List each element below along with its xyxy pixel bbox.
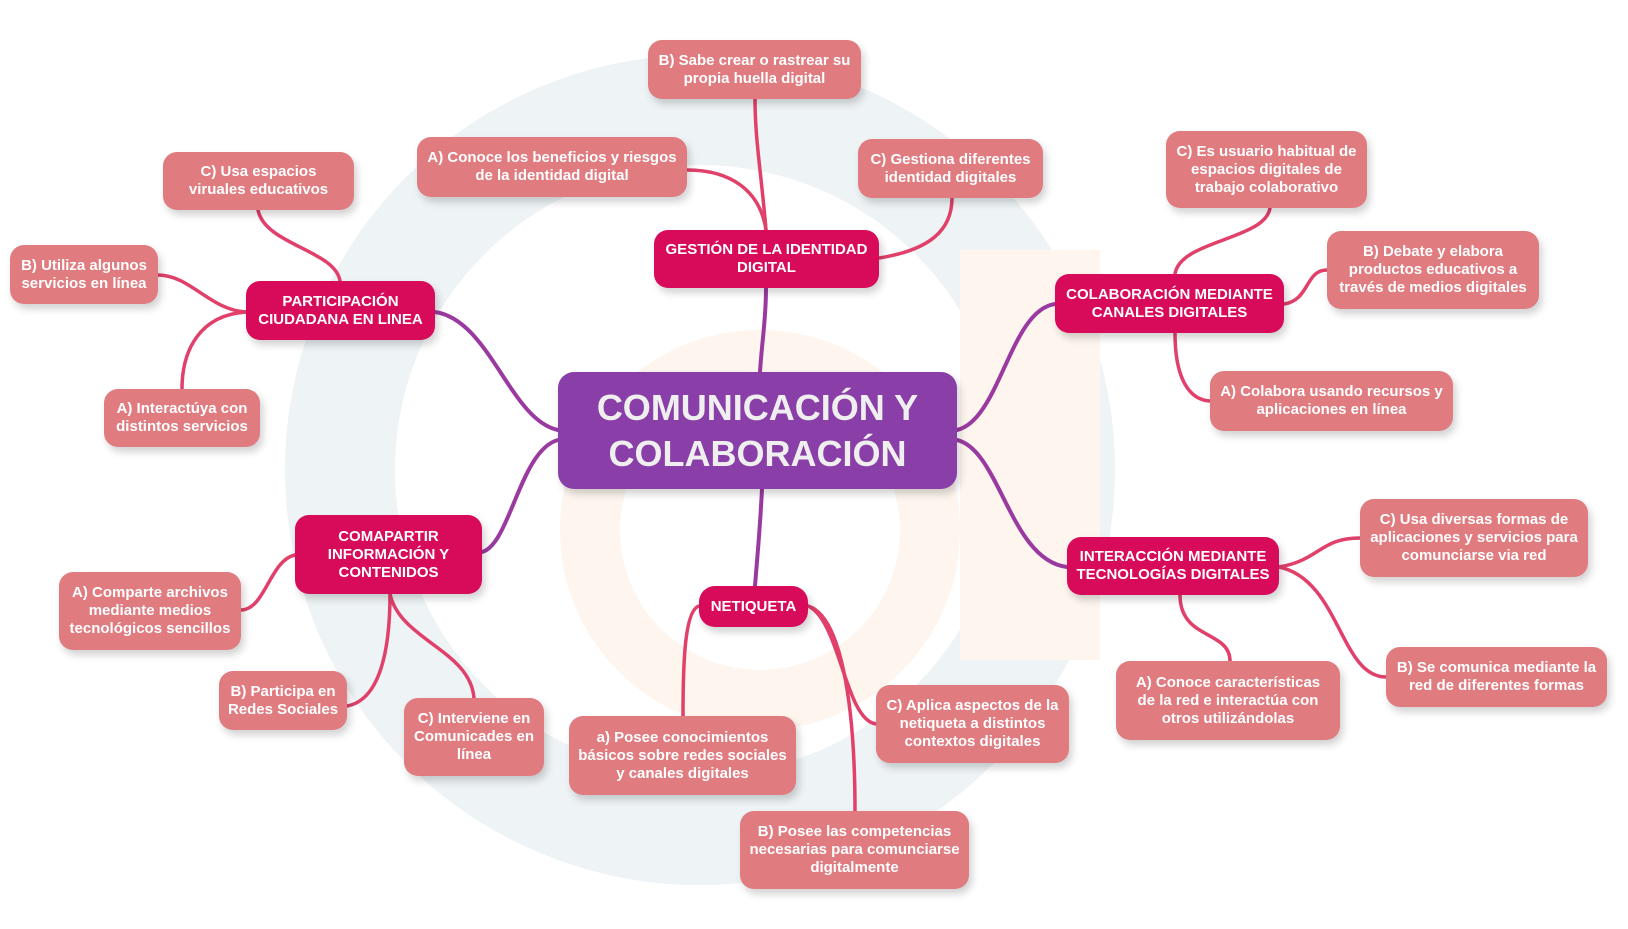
link-center-participacion: [433, 310, 560, 432]
link-interaccion-a: [1178, 593, 1232, 663]
link-gestion-c: [877, 196, 954, 260]
topic-netiqueta[interactable]: NETIQUETA: [699, 586, 808, 627]
leaf-participacion-b[interactable]: B) Utiliza algunos servicios en línea: [10, 245, 158, 304]
leaf-colaboracion-a[interactable]: A) Colabora usando recursos y aplicacion…: [1210, 371, 1453, 431]
link-interaccion-c: [1277, 536, 1362, 569]
leaf-colaboracion-b[interactable]: B) Debate y elabora productos educativos…: [1327, 231, 1539, 309]
link-participacion-c: [256, 208, 342, 283]
link-center-colaboracion: [955, 302, 1057, 432]
link-colaboracion-b: [1282, 268, 1329, 306]
leaf-compartir-a[interactable]: A) Comparte archivos mediante medios tec…: [59, 572, 241, 650]
leaf-netiqueta-b[interactable]: B) Posee las competencias necesarias par…: [740, 811, 969, 889]
link-colaboracion-c: [1173, 206, 1272, 276]
leaf-compartir-c[interactable]: C) Interviene en Comunicades en línea: [404, 698, 544, 776]
leaf-interaccion-c[interactable]: C) Usa diversas formas de aplicaciones y…: [1360, 499, 1588, 577]
link-gestion-a: [685, 168, 768, 232]
leaf-colaboracion-c[interactable]: C) Es usuario habitual de espacios digit…: [1166, 131, 1367, 208]
link-netiqueta-c: [806, 604, 878, 726]
topic-gestion-identidad[interactable]: GESTIÓN DE LA IDENTIDAD DIGITAL: [654, 230, 879, 288]
topic-compartir[interactable]: COMAPARTIR INFORMACIÓN Y CONTENIDOS: [295, 515, 482, 594]
topic-participacion[interactable]: PARTICIPACIÓN CIUDADANA EN LINEA: [246, 281, 435, 340]
link-colaboracion-a: [1173, 331, 1212, 403]
link-netiqueta-a: [681, 604, 701, 718]
link-compartir-b: [345, 592, 392, 708]
link-compartir-a: [239, 553, 297, 612]
link-center-gestion: [758, 286, 768, 374]
leaf-interaccion-b[interactable]: B) Se comunica mediante la red de difere…: [1386, 647, 1607, 707]
link-participacion-b: [156, 273, 248, 314]
leaf-netiqueta-c[interactable]: C) Aplica aspectos de la netiqueta a dis…: [876, 685, 1069, 763]
link-interaccion-b: [1277, 565, 1388, 679]
link-gestion-b: [753, 97, 768, 232]
leaf-interaccion-a[interactable]: A) Conoce características de la red e in…: [1116, 661, 1340, 740]
link-compartir-c: [388, 592, 476, 700]
central-topic[interactable]: COMUNICACIÓN Y COLABORACIÓN: [558, 372, 957, 489]
topic-interaccion[interactable]: INTERACCIÓN MEDIANTE TECNOLOGÍAS DIGITAL…: [1067, 537, 1279, 595]
leaf-participacion-c[interactable]: C) Usa espacios viruales educativos: [163, 152, 354, 210]
link-participacion-a: [180, 310, 248, 391]
leaf-participacion-a[interactable]: A) Interactúya con distintos servicios: [104, 389, 260, 447]
leaf-netiqueta-a[interactable]: a) Posee conocimientos básicos sobre red…: [569, 716, 796, 795]
leaf-gestion-a[interactable]: A) Conoce los beneficios y riesgos de la…: [417, 137, 687, 197]
leaf-compartir-b[interactable]: B) Participa en Redes Sociales: [219, 671, 347, 730]
link-center-compartir: [480, 438, 560, 554]
leaf-gestion-b[interactable]: B) Sabe crear o rastrear su propia huell…: [648, 40, 861, 99]
link-center-netiqueta: [753, 487, 764, 588]
leaf-gestion-c[interactable]: C) Gestiona diferentes identidad digital…: [858, 139, 1043, 198]
topic-colaboracion[interactable]: COLABORACIÓN MEDIANTE CANALES DIGITALES: [1055, 274, 1284, 333]
link-center-interaccion: [955, 438, 1069, 569]
